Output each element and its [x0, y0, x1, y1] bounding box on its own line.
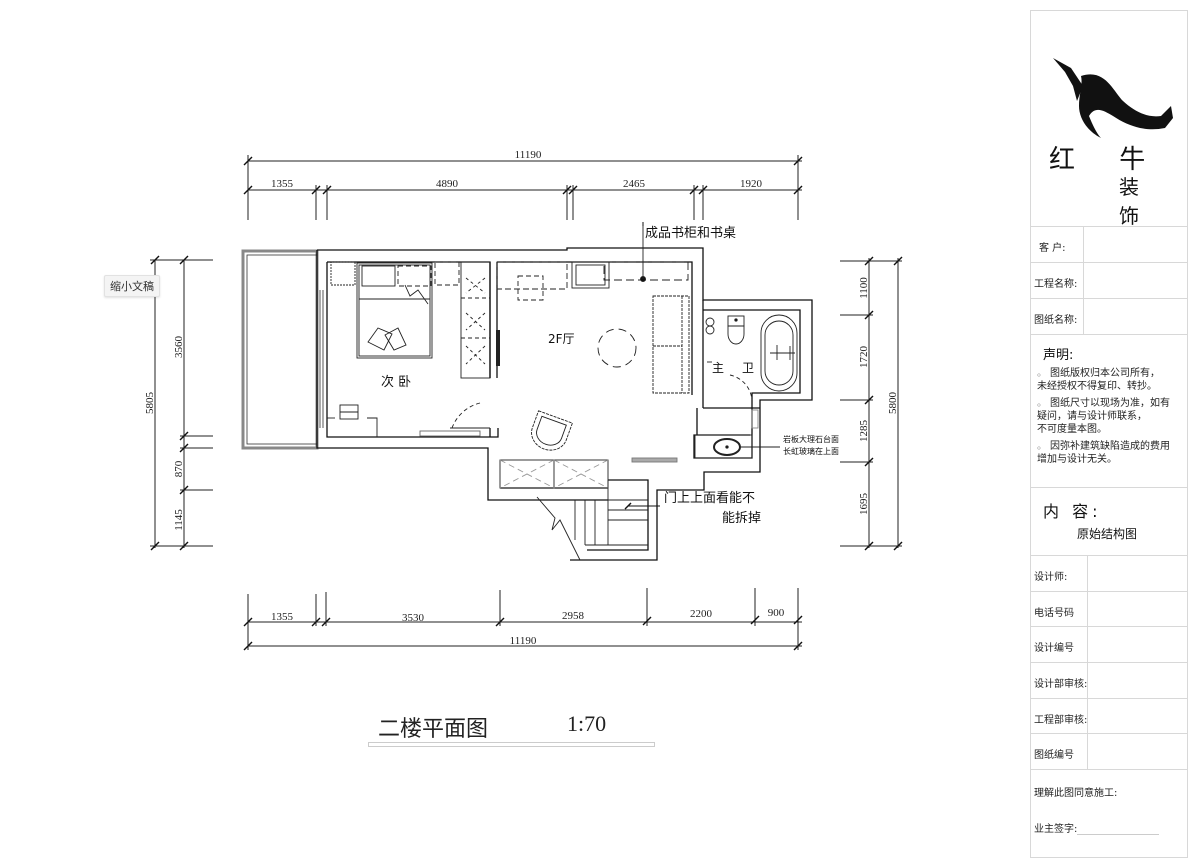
title-underline	[368, 742, 655, 747]
declaration-2-text: 图纸尺寸以现场为准，如有 疑问，请与设计师联系， 不可度量本图。	[1037, 398, 1170, 435]
field-designer-label: 设计师:	[1034, 572, 1068, 583]
field-design-review-label: 设计部审核:	[1034, 679, 1088, 690]
field-design-number-label: 设计编号	[1034, 643, 1074, 654]
dim-top-4: 1920	[740, 178, 763, 190]
divider	[1031, 334, 1187, 335]
room-label-living-room: 2F厅	[548, 332, 575, 346]
drawing-scale: 1:70	[567, 711, 607, 736]
dim-left-2: 870	[173, 460, 185, 477]
brand-name-line1: 红 牛	[1049, 145, 1164, 175]
field-client: 客 户:	[1031, 226, 1187, 262]
annotation-door-note-1: 门上上面看能不	[664, 491, 756, 506]
company-logo-icon	[1053, 58, 1173, 138]
declaration-1-text: 图纸版权归本公司所有， 未经授权不得复印、转抄。	[1037, 368, 1160, 392]
room-label-secondary-bedroom: 次 卧	[381, 375, 412, 390]
owner-signature-label: 业主签字:	[1034, 824, 1078, 835]
dim-left-total: 5805	[144, 392, 156, 415]
field-drawing-number: 图纸编号	[1031, 733, 1187, 769]
top-dimension-ticks	[243, 156, 803, 195]
field-project-name: 工程名称:	[1031, 262, 1187, 298]
divider	[1031, 769, 1187, 770]
dim-bottom-total: 11190	[510, 635, 537, 647]
left-dimension-lines	[150, 259, 213, 548]
field-client-label: 客 户:	[1039, 243, 1066, 254]
dim-bottom-3: 2958	[562, 610, 585, 622]
dim-right-4: 1695	[858, 493, 870, 516]
field-designer: 设计师:	[1031, 555, 1187, 591]
declaration-1: 。图纸版权归本公司所有， 未经授权不得复印、转抄。	[1037, 368, 1160, 392]
field-drawing-name: 图纸名称:	[1031, 298, 1187, 334]
brand-name-line2: 装 饰	[1119, 175, 1147, 228]
declaration-2: 。图纸尺寸以现场为准，如有 疑问，请与设计师联系， 不可度量本图。	[1037, 398, 1170, 435]
walls	[316, 247, 813, 561]
annotation-door-note-2: 能拆掉	[722, 511, 762, 526]
divider	[1031, 487, 1187, 488]
declaration-3: 。因弥补建筑缺陷造成的费用 增加与设计无关。	[1037, 441, 1170, 465]
floor-plan-drawing: 11190 1355 4890 2465 1920 1355 3530 2958…	[144, 149, 903, 651]
dim-right-3: 1285	[858, 420, 870, 443]
field-design-number: 设计编号	[1031, 626, 1187, 662]
dim-top-2: 4890	[436, 178, 459, 190]
tv-icon	[496, 330, 500, 366]
dim-left-1: 3560	[173, 336, 185, 359]
balcony	[241, 249, 319, 450]
right-dimension-lines	[840, 258, 902, 548]
declaration-3-text: 因弥补建筑缺陷造成的费用 增加与设计无关。	[1037, 441, 1170, 465]
field-drawing-name-label: 图纸名称:	[1034, 315, 1078, 326]
field-project-name-label: 工程名称:	[1034, 279, 1078, 290]
declaration-title: 声明:	[1043, 348, 1074, 363]
bathroom-fixtures	[694, 314, 798, 459]
dim-right-2: 1720	[858, 346, 870, 369]
field-phone-label: 电话号码	[1034, 608, 1074, 619]
field-engineering-review: 工程部审核:	[1031, 698, 1187, 733]
bedroom-furniture	[327, 261, 491, 437]
living-room-furniture	[496, 222, 690, 561]
dim-right-total: 5800	[887, 392, 899, 415]
content-label: 内 容:	[1043, 502, 1102, 521]
field-phone: 电话号码	[1031, 591, 1187, 626]
title-block: 红 牛 装 饰 客 户: 工程名称: 图纸名称: 声明: 。图纸版权归本公司所有…	[1030, 10, 1188, 858]
dim-bottom-1: 1355	[271, 611, 294, 623]
left-dimension-ticks	[150, 255, 189, 551]
content-value: 原始结构图	[1077, 527, 1138, 541]
owner-signature-line[interactable]	[1077, 834, 1159, 835]
dim-bottom-5: 900	[768, 607, 785, 619]
dim-top-3: 2465	[623, 178, 646, 190]
field-drawing-number-label: 图纸编号	[1034, 750, 1074, 761]
dim-right-1: 1100	[858, 277, 870, 299]
dim-bottom-4: 2200	[690, 608, 713, 620]
annotation-countertop-1: 岩板大理石台面	[783, 435, 839, 444]
room-label-master-bath-2: 卫	[742, 361, 755, 375]
field-design-review: 设计部审核:	[1031, 662, 1187, 698]
drawing-title: 二楼平面图	[378, 716, 489, 741]
dim-bottom-2: 3530	[402, 612, 425, 624]
annotation-bookshelf-desk: 成品书柜和书桌	[645, 226, 737, 241]
room-label-master-bath-1: 主	[712, 361, 725, 375]
annotation-countertop-2: 长虹玻璃在上面	[783, 447, 839, 456]
dim-top-total: 11190	[515, 149, 542, 161]
dim-top-1: 1355	[271, 178, 294, 190]
approve-construction-label: 理解此图同意施工:	[1034, 788, 1118, 799]
field-engineering-review-label: 工程部审核:	[1034, 715, 1088, 726]
shrink-document-tooltip[interactable]: 缩小文稿	[104, 275, 160, 297]
leader-tick	[624, 502, 632, 510]
dim-left-3: 1145	[173, 509, 185, 531]
top-dimension-lines	[247, 155, 802, 220]
